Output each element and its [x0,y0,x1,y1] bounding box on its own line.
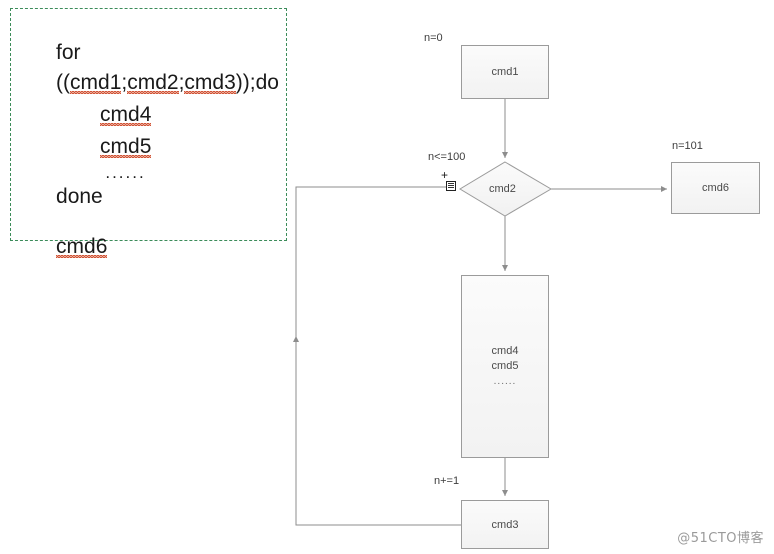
code-token-cmd4: cmd4 [100,103,152,126]
edge-cmd3-feedback-up [293,336,461,526]
code-line-ellipsis: ...... [65,141,146,204]
code-line-cmd4: cmd4 [65,83,152,146]
edge-label-init: n=0 [424,32,443,44]
code-token-cmd1: cmd1 [70,71,122,94]
watermark: @51CTO博客 [677,531,764,546]
code-text: ...... [105,163,146,182]
decision-node-label: cmd2 [489,183,516,195]
node-label: cmd1 [491,66,519,78]
code-snippet-panel: for ((cmd1;cmd2;cmd3));do cmd4 cmd5 ....… [10,8,287,258]
node-label-cmd5: cmd5 [491,360,519,372]
code-line-cmd5: cmd5 [65,115,152,178]
process-node-cmd3[interactable]: cmd3 [461,500,549,549]
edge-label-condition-false: n=101 [672,140,703,152]
code-line-cmd6: cmd6 [21,215,108,278]
node-label-cmd4: cmd4 [491,345,519,357]
process-node-cmd1[interactable]: cmd1 [461,45,549,99]
process-node-loop-body[interactable]: cmd4 cmd5 ...... [461,275,549,458]
decision-node-cmd2[interactable] [459,161,552,217]
code-token-cmd5: cmd5 [100,135,152,158]
code-text: done [56,185,103,208]
code-text: for [56,41,81,64]
code-token-cmd2: cmd2 [127,71,179,94]
code-token-cmd6: cmd6 [56,235,108,258]
note-icon[interactable] [446,181,456,191]
edge-label-increment: n+=1 [434,475,460,487]
code-text-suffix: ));do [235,71,279,94]
node-label: cmd3 [491,518,519,531]
edge-label-condition-true: n<=100 [428,151,466,163]
code-line-done: done [21,165,103,228]
process-node-cmd6[interactable]: cmd6 [671,162,760,214]
plus-icon[interactable]: + [441,168,449,182]
code-text-prefix: (( [56,71,71,94]
code-line-for: for [21,21,81,84]
edge-cmd3-feedback-to-cmd2 [295,186,449,336]
code-line-for-condition: ((cmd1;cmd2;cmd3));do [56,71,279,94]
node-label-ellipsis: ...... [493,376,517,387]
collapse-marker-group[interactable]: + [441,168,463,194]
code-token-cmd3: cmd3 [184,71,237,94]
node-label: cmd6 [702,182,729,194]
